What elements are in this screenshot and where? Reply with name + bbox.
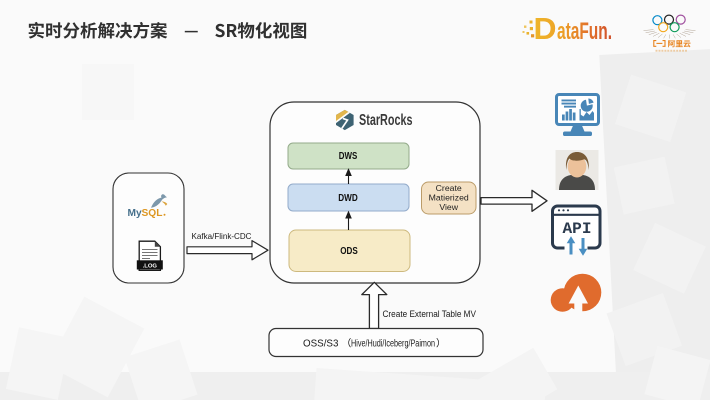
svg-text:DWS: DWS <box>339 151 358 162</box>
svg-text:API: API <box>563 220 592 238</box>
svg-text:Create: Create <box>436 183 462 193</box>
svg-text:DWD: DWD <box>338 193 358 204</box>
svg-text:ODS: ODS <box>340 246 358 257</box>
svg-text:SQL: SQL <box>142 208 163 219</box>
svg-text:.LOG: .LOG <box>143 263 158 269</box>
svg-text:Matierized: Matierized <box>429 192 469 202</box>
svg-text:StarRocks: StarRocks <box>359 112 413 129</box>
svg-text:Hive/Hudi/Iceberg/Paimon: Hive/Hudi/Iceberg/Paimon <box>351 338 435 349</box>
svg-text:Kafka/Flink-CDC: Kafka/Flink-CDC <box>192 231 252 241</box>
svg-text:My: My <box>128 208 142 219</box>
svg-text:OSS/S3: OSS/S3 <box>303 338 339 349</box>
svg-text:ataFun.: ataFun. <box>557 18 612 45</box>
svg-text:Create External Table MV: Create External Table MV <box>383 309 477 319</box>
svg-text:D: D <box>534 11 557 46</box>
svg-text:View: View <box>439 202 458 212</box>
